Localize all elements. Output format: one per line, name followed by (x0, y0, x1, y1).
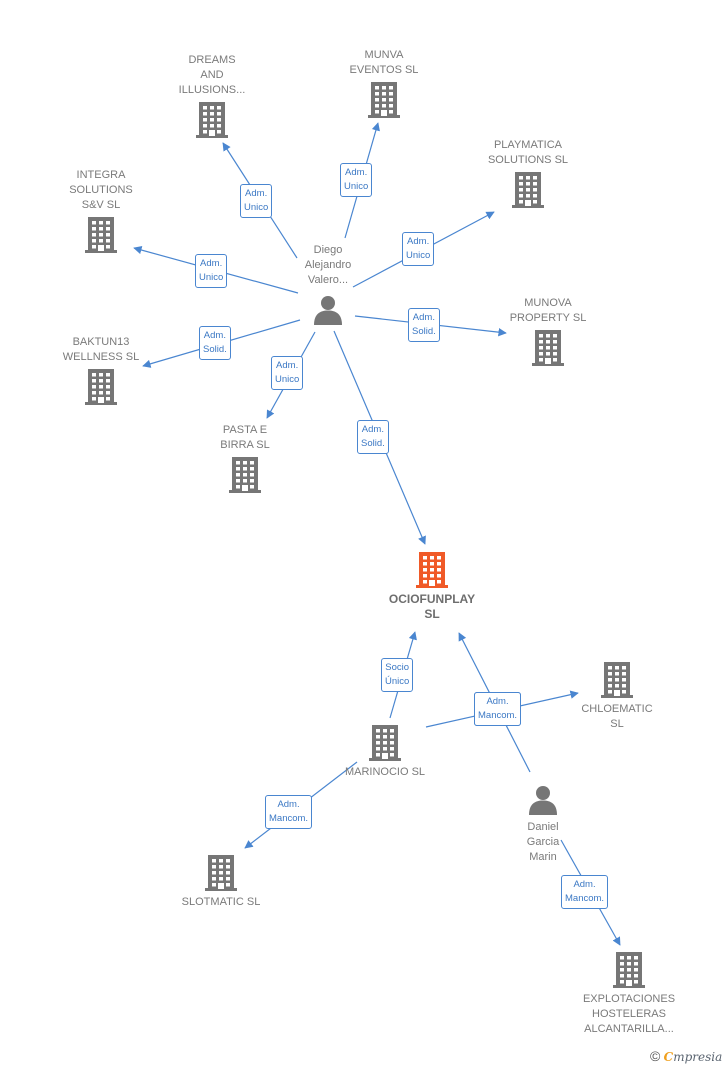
node-label: BAKTUN13 WELLNESS SL (62, 336, 140, 363)
edge-label-marinocio-to-slotmatic[interactable]: Adm. Mancom. (265, 795, 313, 829)
node-label: Diego Alejandro Valero... (304, 244, 352, 286)
building-icon (613, 952, 645, 993)
building-icon (229, 457, 261, 498)
edge-label-diego-to-pasta[interactable]: Adm. Unico (271, 356, 304, 390)
node-label: DREAMS AND ILLUSIONS... (178, 54, 246, 96)
building-icon (601, 662, 633, 703)
brand-logo: Cmpresia (663, 1050, 723, 1064)
building-icon (512, 172, 544, 213)
building-icon (205, 855, 237, 896)
building-icon (85, 217, 117, 258)
building-icon (532, 330, 564, 371)
edge-label-diego-to-baktun[interactable]: Adm. Solid. (199, 326, 231, 360)
node-label: PLAYMATICA SOLUTIONS SL (487, 139, 569, 166)
person-icon (313, 295, 343, 330)
node-label: SLOTMATIC SL (181, 896, 261, 908)
building-icon (416, 552, 448, 593)
copyright-icon: © (650, 1048, 661, 1064)
edge-label-diego-to-dreams[interactable]: Adm. Unico (240, 184, 273, 218)
building-icon (196, 102, 228, 143)
building-icon (85, 369, 117, 410)
person-icon (528, 785, 558, 820)
edge-label-diego-to-integra[interactable]: Adm. Unico (195, 254, 228, 288)
node-label: MARINOCIO SL (344, 766, 426, 778)
edge-label-diego-to-munva[interactable]: Adm. Unico (340, 163, 373, 197)
node-label: MUNOVA PROPERTY SL (509, 297, 587, 324)
footer-brand: © Cmpresia (650, 1048, 722, 1064)
node-label: CHLOEMATIC SL (581, 703, 653, 730)
edge-label-daniel-to-explot[interactable]: Adm. Mancom. (561, 875, 609, 909)
node-label: MUNVA EVENTOS SL (349, 49, 419, 76)
edge-label-diego-to-ociofun[interactable]: Adm. Solid. (357, 420, 389, 454)
edge-label-marinocio-to-ociofun[interactable]: Socio Único (381, 658, 414, 692)
edge-label-diego-to-munova[interactable]: Adm. Solid. (408, 308, 440, 342)
edge-label-diego-to-playmatica[interactable]: Adm. Unico (402, 232, 435, 266)
building-icon (368, 82, 400, 123)
node-label: INTEGRA SOLUTIONS S&V SL (69, 169, 133, 211)
node-label: Daniel Garcia Marin (526, 821, 560, 863)
edge-label-marinocio-to-chloematic[interactable]: Adm. Mancom. (474, 692, 522, 726)
node-label: EXPLOTACIONES HOSTELERAS ALCANTARILLA... (582, 993, 676, 1035)
building-icon (369, 725, 401, 766)
node-label: OCIOFUNPLAY SL (388, 592, 476, 621)
node-label: PASTA E BIRRA SL (220, 424, 270, 451)
